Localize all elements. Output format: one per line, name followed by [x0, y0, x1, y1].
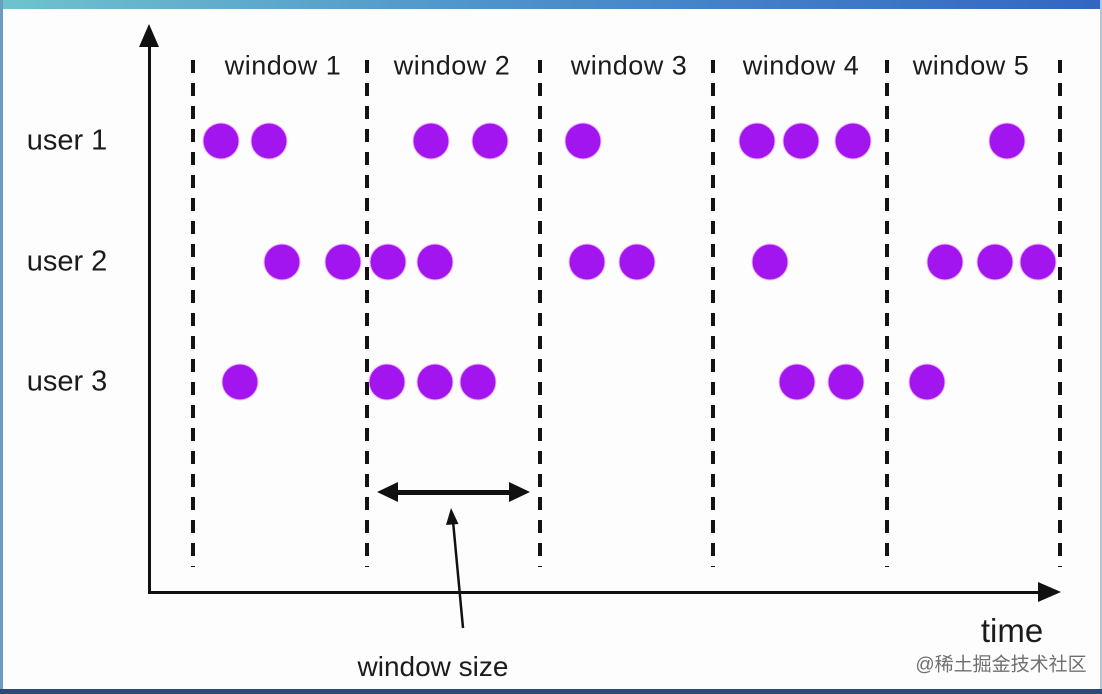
- event-dot: [460, 364, 496, 400]
- window-boundary-line-5: [885, 60, 889, 567]
- window-boundary-line-2: [365, 60, 369, 567]
- window-boundary-line-3: [538, 60, 542, 567]
- event-dot: [472, 123, 508, 159]
- watermark: @稀土掘金技术社区: [915, 654, 1087, 676]
- event-dot: [369, 364, 405, 400]
- left-frame-edge: [0, 0, 3, 694]
- window-label-2: window 2: [393, 50, 511, 81]
- event-dot: [565, 123, 601, 159]
- event-dot: [413, 123, 449, 159]
- x-axis-arrowhead-icon: [1038, 582, 1061, 602]
- event-dot: [752, 244, 788, 280]
- window-label-1: window 1: [224, 50, 342, 81]
- user-label-1: user 1: [26, 124, 108, 157]
- event-dot: [779, 364, 815, 400]
- window-size-arrow-left-head-icon: [377, 482, 398, 502]
- event-dot: [619, 244, 655, 280]
- user-label-3: user 3: [26, 365, 108, 398]
- event-dot: [370, 244, 406, 280]
- window-size-arrow-line: [391, 490, 517, 495]
- event-dot: [325, 244, 361, 280]
- event-dot: [417, 364, 453, 400]
- event-dot: [251, 123, 287, 159]
- y-axis-arrowhead-icon: [139, 24, 159, 47]
- right-frame-edge: [1100, 0, 1102, 694]
- event-dot: [739, 123, 775, 159]
- window-boundary-line-1: [191, 60, 195, 567]
- event-dot: [264, 244, 300, 280]
- event-dot: [989, 123, 1025, 159]
- event-dot: [222, 364, 258, 400]
- event-dot: [569, 244, 605, 280]
- window-label-5: window 5: [912, 50, 1030, 81]
- window-size-arrow-right-head-icon: [509, 482, 530, 502]
- event-dot: [783, 123, 819, 159]
- event-dot: [977, 244, 1013, 280]
- event-dot: [927, 244, 963, 280]
- top-gradient-bar: [0, 0, 1102, 9]
- event-dot: [417, 244, 453, 280]
- time-axis-label: time: [980, 612, 1044, 649]
- window-label-4: window 4: [742, 50, 860, 81]
- event-dot: [835, 123, 871, 159]
- event-dot: [1020, 244, 1056, 280]
- window-boundary-line-6: [1058, 60, 1062, 567]
- event-dot: [909, 364, 945, 400]
- y-axis-line: [148, 42, 151, 593]
- window-label-3: window 3: [570, 50, 688, 81]
- event-dot: [203, 123, 239, 159]
- event-dot: [828, 364, 864, 400]
- user-label-2: user 2: [26, 245, 108, 278]
- window-boundary-line-4: [711, 60, 715, 567]
- window-size-label: window size: [357, 651, 509, 682]
- bottom-frame-edge: [0, 689, 1102, 694]
- x-axis-line: [148, 591, 1040, 594]
